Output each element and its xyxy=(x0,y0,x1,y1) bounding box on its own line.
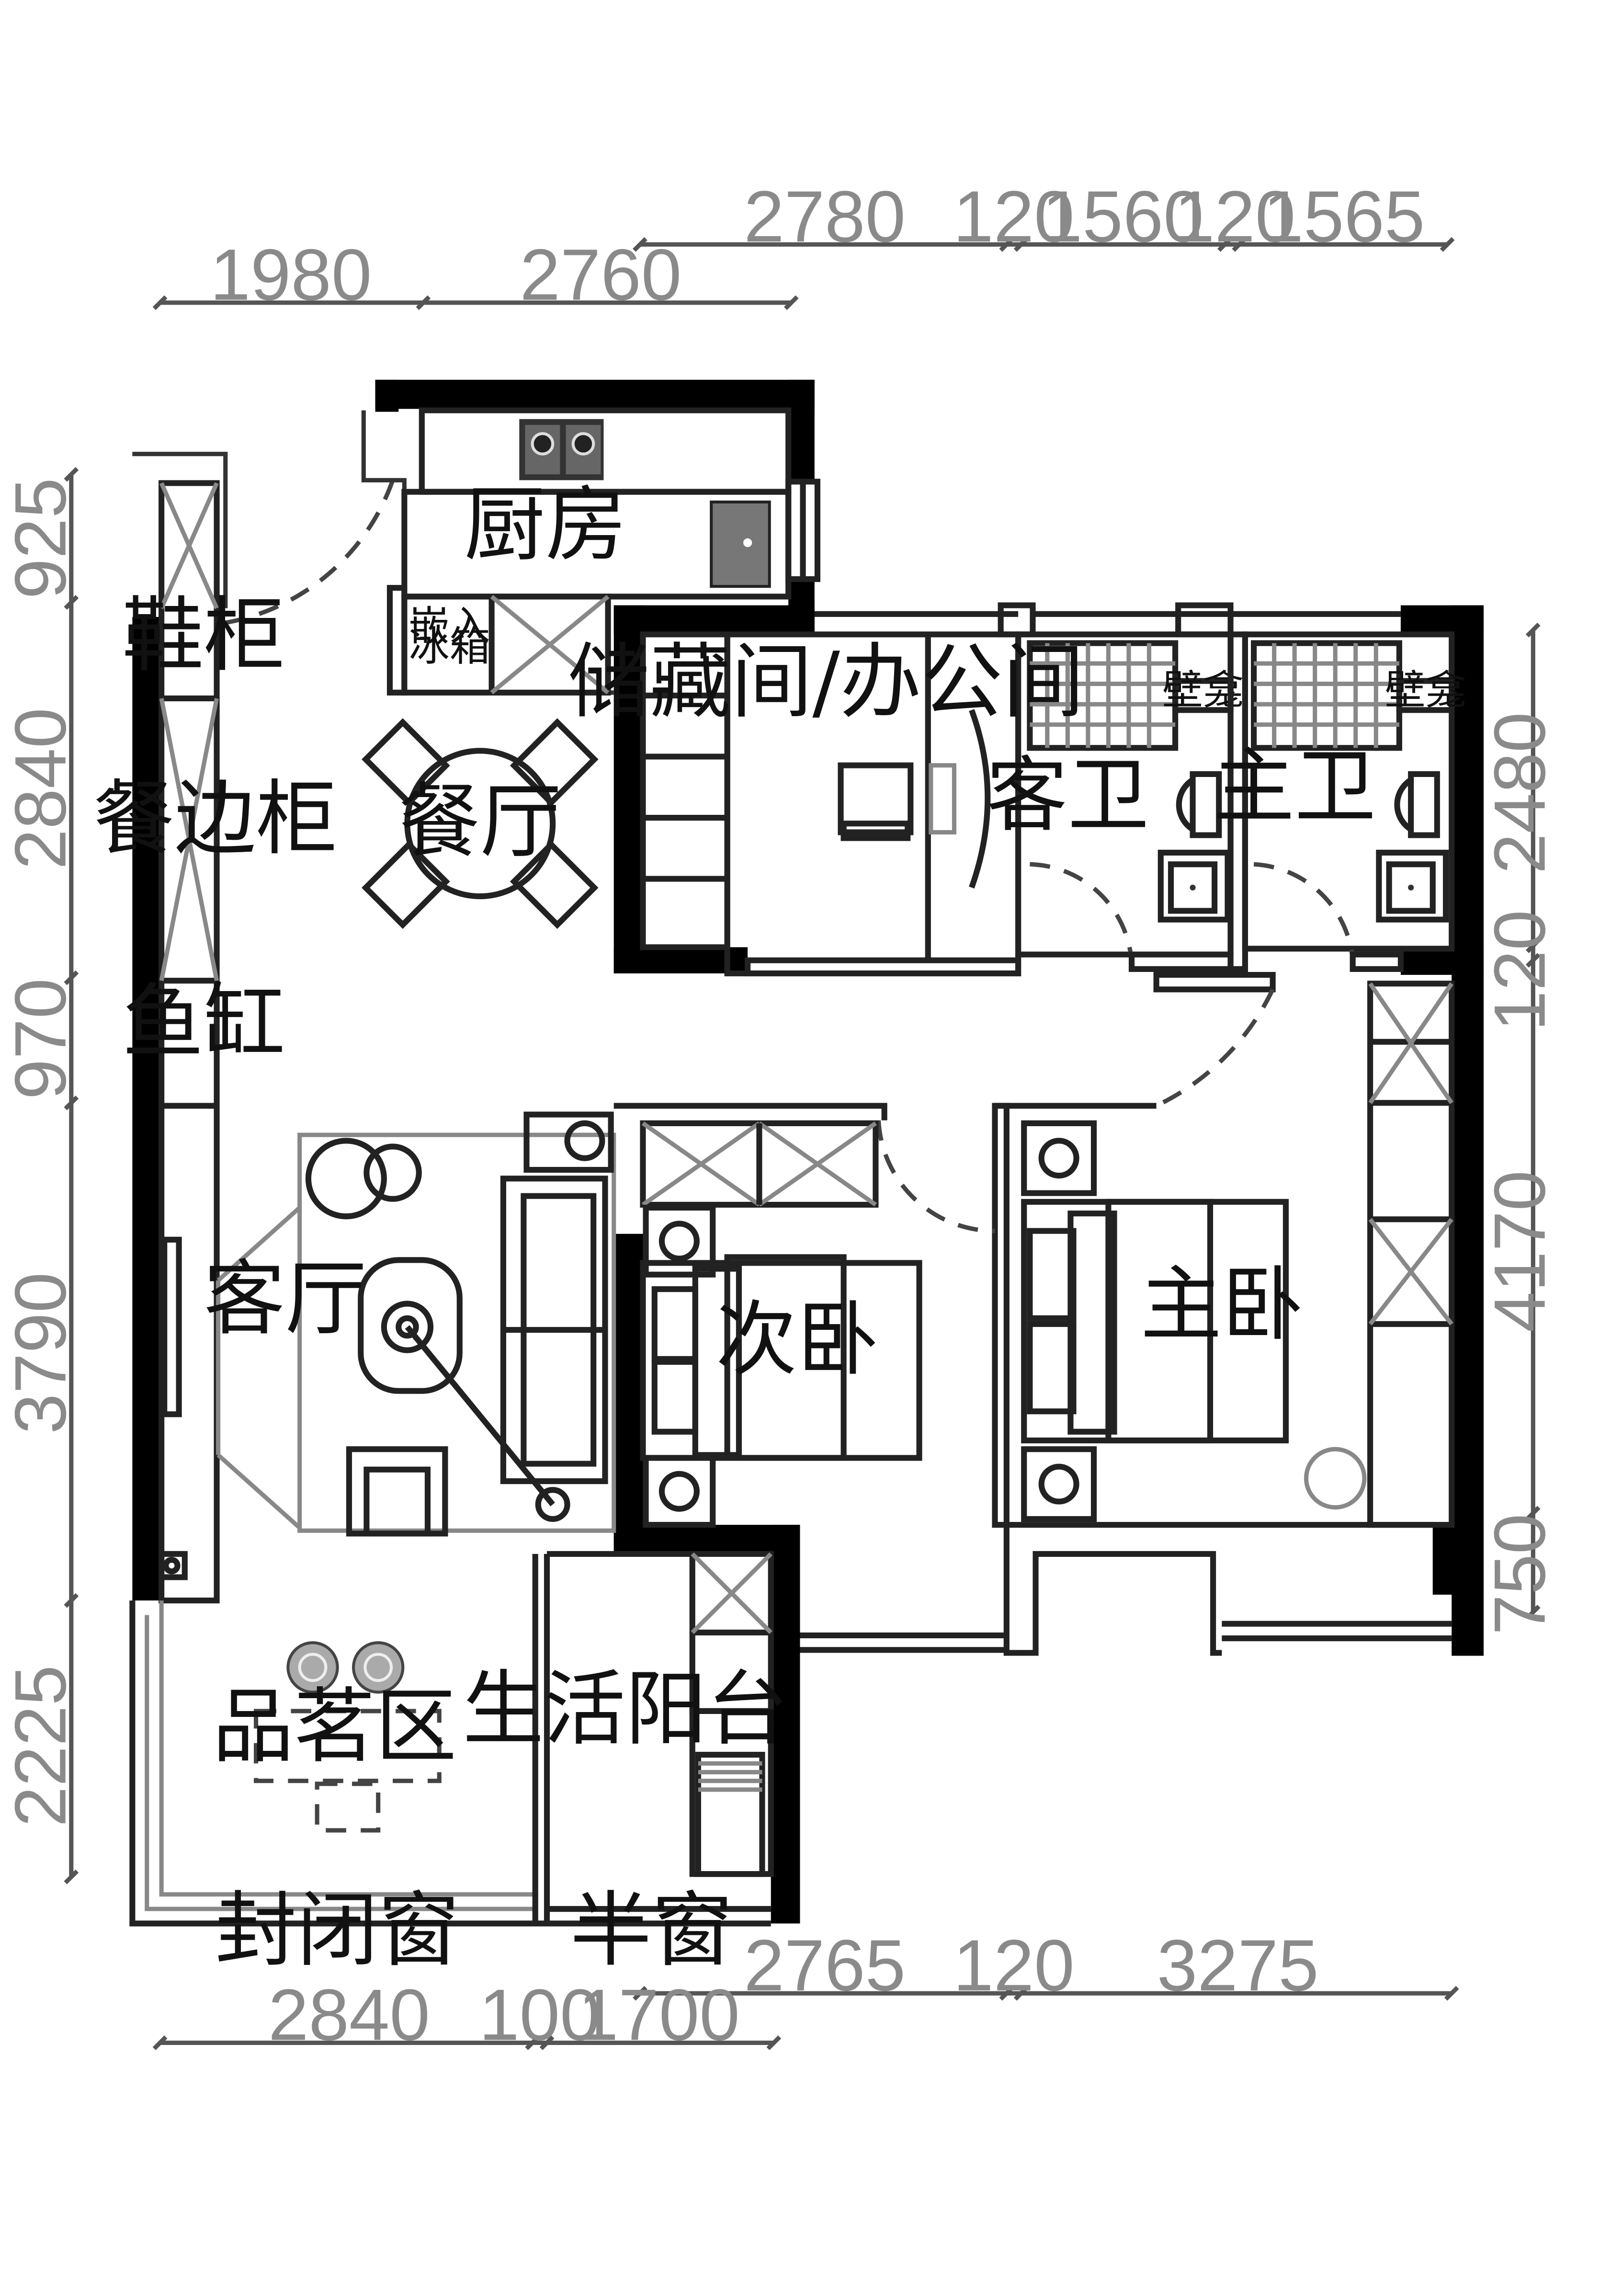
tea-area-icon xyxy=(254,1641,442,1833)
dim-bottom-1: 2765 xyxy=(744,1925,906,2006)
label-shoe-cabinet: 鞋柜 xyxy=(122,588,285,683)
toilet-icon xyxy=(1176,771,1222,838)
dim-bottom-2: 120 xyxy=(953,1925,1074,2006)
dim-top-5: 1565 xyxy=(1263,176,1425,257)
dim-right-3: 4170 xyxy=(1480,1170,1561,1332)
label-fish-tank: 鱼缸 xyxy=(122,975,285,1070)
dim-right-2: 120 xyxy=(1480,910,1561,1031)
sofa-icon xyxy=(500,1176,608,1485)
dimension-top-outer: 2780 120 1560 120 1565 xyxy=(633,176,1455,257)
dim-left-2: 2840 xyxy=(0,708,81,869)
dim-top-3: 1560 xyxy=(1042,176,1204,257)
toilet-icon-master xyxy=(1394,771,1440,838)
label-master-bedroom: 主卧 xyxy=(1140,1257,1303,1352)
dim-bottom-outer-2: 100 xyxy=(479,1975,600,2056)
outlines: 壁龛 壁龛 xyxy=(129,407,1466,1927)
dimension-top-inner: 1980 2760 xyxy=(152,235,799,316)
label-second-bedroom: 次卧 xyxy=(715,1292,878,1387)
dim-inner-2: 2760 xyxy=(520,235,681,316)
wash-basin-icon-master xyxy=(1376,849,1449,923)
dimension-left: 925 2840 970 3790 2225 xyxy=(0,467,81,1885)
dim-bottom-3: 3275 xyxy=(1157,1925,1319,2006)
label-balcony: 生活阳台 xyxy=(463,1662,788,1757)
dim-bottom-outer-1: 2840 xyxy=(268,1975,430,2056)
label-fridge-2: 冰箱 xyxy=(409,623,490,671)
label-closed-window: 封闭窗 xyxy=(216,1883,460,1978)
dimension-bottom-outer: 2840 100 1700 xyxy=(152,1975,782,2056)
label-dining: 餐厅 xyxy=(398,775,561,869)
bed-icon-second xyxy=(640,1254,922,1461)
dim-right-1: 2480 xyxy=(1480,712,1561,874)
dimension-bottom-inner: 2765 120 3275 xyxy=(633,1925,1459,2006)
dim-top-4: 120 xyxy=(1174,176,1295,257)
label-guest-bath: 客卫 xyxy=(986,748,1149,843)
dim-left-1: 925 xyxy=(0,478,81,599)
dim-top-2: 120 xyxy=(953,176,1074,257)
label-tea-area: 品茗区 xyxy=(212,1679,456,1774)
label-sideboard: 餐边柜 xyxy=(93,772,337,867)
dining-table-icon xyxy=(362,718,599,929)
niche-label-master: 壁龛 xyxy=(1384,667,1466,714)
wash-basin-icon xyxy=(1157,849,1231,923)
label-kitchen: 厨房 xyxy=(464,478,627,572)
dim-right-4: 750 xyxy=(1480,1514,1561,1635)
kitchen-sink-icon xyxy=(710,500,771,588)
label-fridge-1: 嵌入 xyxy=(409,603,490,650)
dim-left-5: 2225 xyxy=(0,1665,81,1827)
dim-left-4: 3790 xyxy=(0,1272,81,1434)
label-half-window: 半窗 xyxy=(570,1883,733,1978)
label-living: 客厅 xyxy=(204,1252,366,1347)
label-master-bath: 主卫 xyxy=(1213,740,1376,834)
coffee-table-icon xyxy=(358,1257,570,1522)
dimension-right: 2480 120 4170 750 xyxy=(1480,622,1561,1635)
dim-inner-1: 1980 xyxy=(210,235,372,316)
dim-left-3: 970 xyxy=(0,978,81,1099)
armchair-icon xyxy=(305,1138,422,1220)
dim-bottom-outer-3: 1700 xyxy=(578,1975,740,2056)
bed-icon-master xyxy=(1021,1199,1289,1444)
dim-top-1: 2780 xyxy=(744,176,906,257)
washing-machine-icon xyxy=(695,1751,765,1877)
room-labels: 厨房 鞋柜 餐边柜 餐厅 储藏间/办公间 客卫 主卫 鱼缸 客厅 次卧 主卧 品… xyxy=(93,478,1376,1978)
label-storage-office: 储藏间/办公间 xyxy=(568,635,1084,730)
stove-icon xyxy=(519,419,604,480)
walls xyxy=(132,379,1484,1924)
desk-chair-icon xyxy=(838,709,991,889)
